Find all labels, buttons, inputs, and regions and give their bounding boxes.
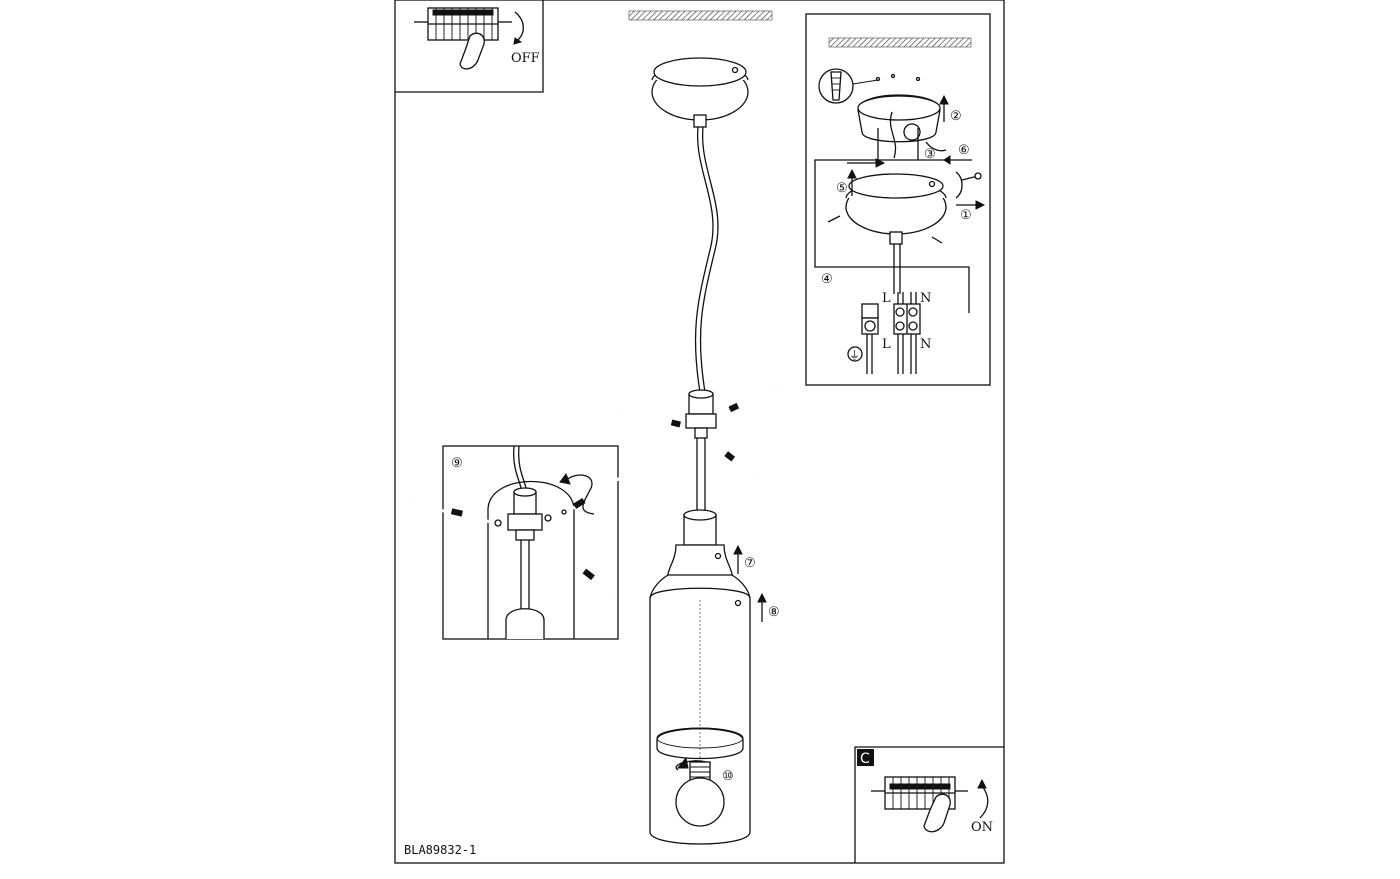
cable-holder — [685, 389, 717, 510]
switch-on-label: ON — [971, 820, 993, 835]
earth-ground-icon — [847, 346, 863, 362]
ceiling-mount-panel: ② ③ ⑤ ⑥ ① — [805, 13, 991, 386]
shade-collar — [667, 509, 733, 576]
neutral-bottom-label: N — [920, 337, 931, 352]
step-5-label: ⑤ — [836, 181, 848, 196]
ceiling-hatch — [628, 10, 773, 21]
ceiling-canopy — [651, 57, 749, 128]
screw-icon — [619, 386, 777, 480]
step-7-label: ⑦ — [744, 556, 756, 571]
wall-anchor-icon — [818, 68, 921, 104]
step-4-label: ④ — [821, 272, 833, 287]
screw-icon — [827, 172, 982, 244]
switch-on-badge: C — [860, 751, 870, 767]
bulb-icon — [675, 756, 725, 827]
step-8-label: ⑧ — [768, 605, 780, 620]
screw-icon — [408, 474, 624, 596]
terminal-block — [861, 292, 921, 374]
step-1-label: ① — [960, 208, 972, 223]
switch-off-label: OFF — [511, 51, 540, 66]
live-bottom-label: L — [882, 337, 891, 352]
step-6-label: ⑥ — [958, 143, 970, 158]
detail-panel-step-9: ⑨ — [408, 445, 624, 640]
pendant-lamp-assembly: ⑩ ⑦ ⑧ — [619, 57, 780, 845]
switch-on-hand-icon — [871, 776, 989, 833]
suspension-cable — [694, 126, 714, 393]
switch-on-panel: C ON — [854, 746, 1004, 863]
panel-ceiling-hatch — [828, 37, 972, 48]
page-frame — [394, 0, 1005, 864]
neutral-top-label: N — [920, 291, 931, 306]
step-10-label: ⑩ — [722, 769, 734, 784]
earth-symbol: ⏚ — [849, 349, 860, 362]
canopy-cover — [845, 173, 947, 294]
step-2-label: ② — [950, 109, 962, 124]
step-3-label: ③ — [924, 147, 936, 162]
switch-off-hand-icon — [414, 7, 524, 70]
glass-shade — [649, 574, 751, 845]
mounting-bracket — [857, 94, 941, 160]
step-9-label: ⑨ — [451, 456, 463, 471]
document-code: BLA89832-1 — [404, 843, 476, 857]
switch-off-panel: OFF — [395, 0, 544, 93]
switch-on-badge-box — [857, 749, 874, 766]
live-top-label: L — [882, 291, 891, 306]
